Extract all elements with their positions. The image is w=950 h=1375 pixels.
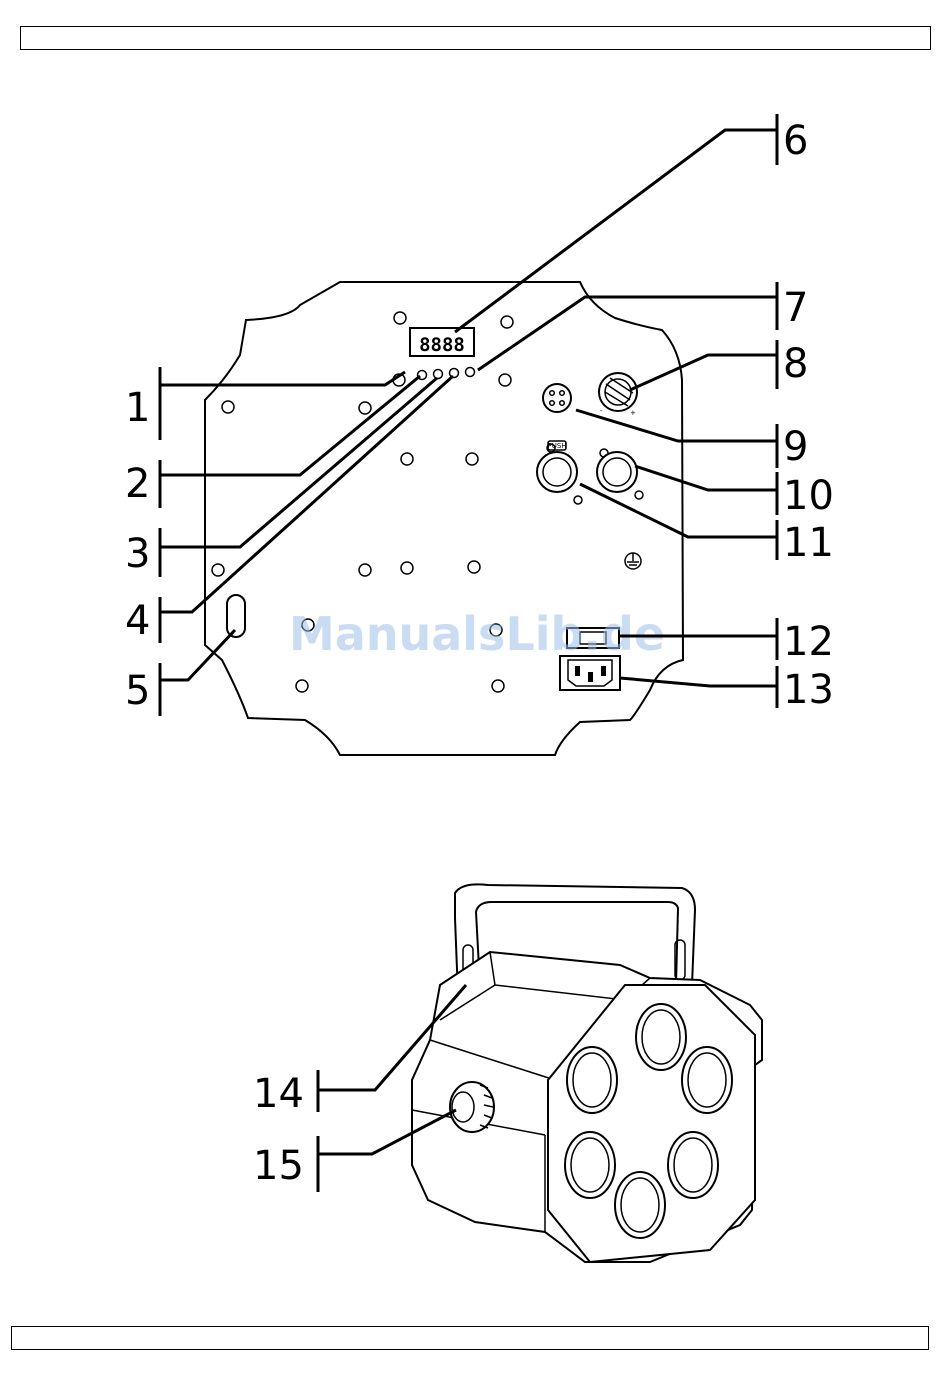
callout-12: 12 — [783, 619, 834, 665]
watermark: ManualsLib.de — [289, 607, 665, 661]
callout-3: 3 — [125, 531, 150, 577]
callout-8: 8 — [783, 341, 808, 387]
callout-10: 10 — [783, 473, 834, 519]
callout-4: 4 — [125, 598, 150, 644]
bracket-knob[interactable] — [450, 1082, 494, 1132]
lens — [636, 1004, 686, 1070]
rear-panel: 8888 - + PUSH — [205, 282, 683, 755]
led-display-digits: 8888 — [419, 334, 465, 356]
callout-9: 9 — [783, 424, 808, 470]
microphone-socket — [543, 384, 571, 412]
fixture-3d-view — [412, 884, 762, 1262]
callout-14: 14 — [253, 1071, 304, 1117]
push-label: PUSH — [547, 442, 566, 450]
callout-7: 7 — [783, 285, 808, 331]
callout-1: 1 — [125, 385, 150, 431]
lens — [615, 1172, 665, 1238]
lens — [565, 1132, 615, 1198]
plus-label: + — [630, 409, 636, 417]
handle-slot — [227, 595, 245, 637]
callout-13: 13 — [783, 667, 834, 713]
lens — [567, 1047, 617, 1113]
callout-11: 11 — [783, 520, 834, 566]
lens — [682, 1047, 732, 1113]
lens — [668, 1132, 718, 1198]
callout-6: 6 — [783, 118, 808, 164]
callout-5: 5 — [125, 668, 150, 714]
callout-2: 2 — [125, 461, 150, 507]
callout-15: 15 — [253, 1143, 304, 1189]
